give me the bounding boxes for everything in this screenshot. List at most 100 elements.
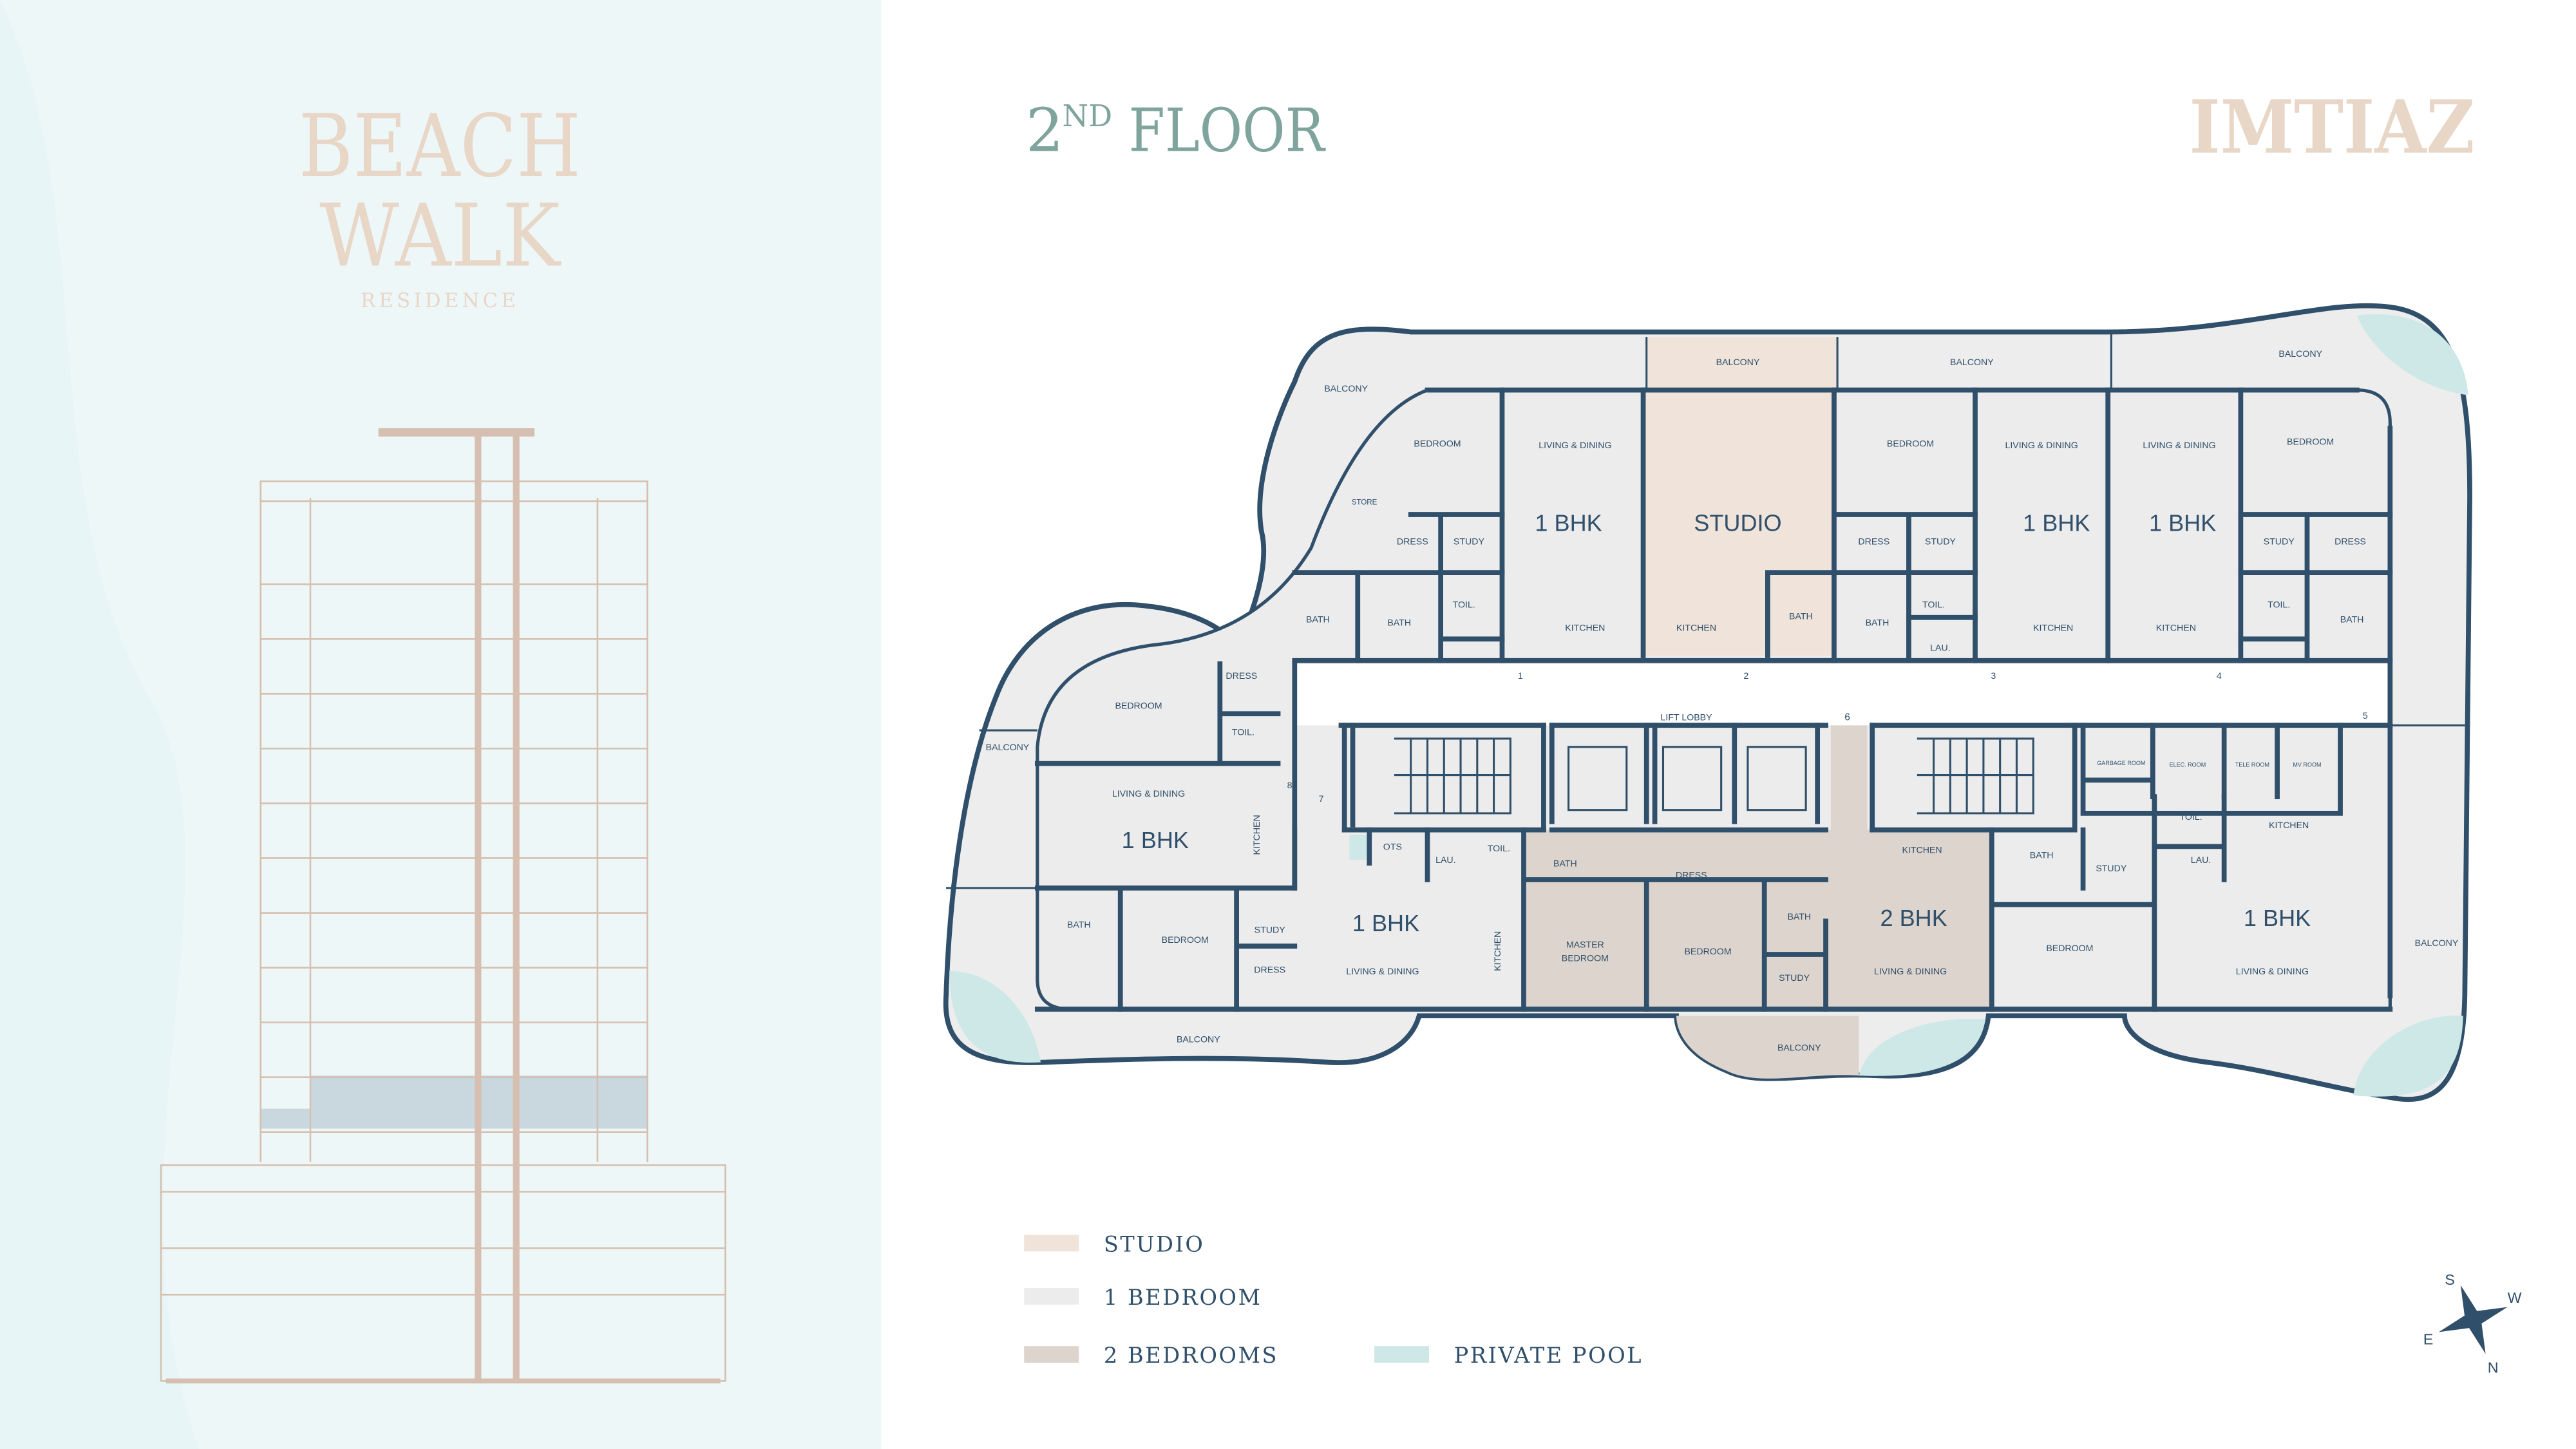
room-label: STUDY (1779, 973, 1810, 983)
room-label: BATH (1866, 618, 1889, 629)
stairs-right (1917, 737, 2034, 815)
room-label: KITCHEN (1565, 623, 1605, 633)
room-label: LAU. (1435, 855, 1455, 866)
room-label: BALCONY (2415, 938, 2459, 949)
room-label: LIVING & DINING (1346, 967, 1419, 977)
compass-e: E (2423, 1331, 2433, 1348)
legend-label: 2 BEDROOMS (1104, 1343, 1278, 1368)
unit-type-label: 1 BHK (2244, 905, 2311, 931)
room-label: TOIL. (1922, 600, 1945, 610)
developer-logo: IMTIAZ (2189, 84, 2474, 170)
two-bhk-unit (1523, 725, 1992, 1010)
room-label: LIVING & DINING (1112, 789, 1185, 799)
room-label: 7 (1319, 794, 1324, 804)
room-label: BEDROOM (2046, 943, 2093, 954)
room-label: BALCONY (1324, 384, 1368, 394)
walls (946, 332, 2470, 1012)
floor-plan: BALCONY BALCONY BALCONY BALCONY BEDROOM LIVIN… (943, 303, 2472, 1102)
legend-swatch (1024, 1288, 1079, 1305)
room-label: STUDY (2096, 864, 2127, 874)
legend-swatch (1024, 1235, 1079, 1252)
room-label: LIVING & DINING (1539, 440, 1611, 451)
room-label: MASTER (1566, 940, 1604, 951)
room-label: DRESS (1226, 671, 1257, 681)
unit-type-label: 1 BHK (2023, 510, 2090, 536)
compass-icon: S W E N (2423, 1271, 2522, 1376)
unit-type-label: 1 BHK (1535, 510, 1602, 536)
legend-label: 1 BEDROOM (1104, 1285, 1262, 1310)
room-label: 8 (1287, 781, 1293, 791)
legend: STUDIO 1 BEDROOM 2 BEDROOMS PRIVATE POOL (1024, 1231, 1643, 1368)
room-label: BATH (2030, 850, 2054, 860)
room-label: TOIL. (2268, 600, 2290, 610)
studio-unit (1643, 390, 1834, 656)
logo-beach: BEACH (299, 96, 581, 196)
room-label: BEDROOM (1684, 947, 1731, 957)
room-label: LAU. (2191, 855, 2211, 866)
room-label: 6 (1844, 712, 1850, 723)
room-label: DRESS (1858, 536, 1889, 547)
ots (1349, 835, 1370, 860)
room-label: BEDROOM (1562, 953, 1609, 963)
room-label: 5 (2363, 711, 2368, 721)
private-pool (2353, 1016, 2463, 1097)
legend-swatch (1374, 1346, 1430, 1363)
room-label: DRESS (2334, 536, 2366, 547)
legend-label: PRIVATE POOL (1454, 1343, 1643, 1368)
room-label: TELE ROOM (2235, 762, 2269, 768)
unit-type-label: 1 BHK (1352, 910, 1419, 936)
room-label: BATH (1067, 920, 1091, 931)
room-label: KITCHEN (1902, 846, 1942, 856)
room-label: 4 (2217, 671, 2222, 681)
private-pool (949, 971, 1041, 1063)
floor-number: 2 (1026, 96, 1064, 166)
private-pool (1859, 1018, 1985, 1076)
room-label: BATH (2340, 614, 2364, 625)
room-label: 2 (1743, 671, 1748, 681)
legend-item-private-pool: PRIVATE POOL (1374, 1343, 1643, 1368)
room-label: TOIL. (2179, 812, 2202, 822)
room-label: BEDROOM (1887, 439, 1934, 449)
left-panel: BEACH WALK RESIDENCE (0, 0, 882, 1449)
room-label: TOIL. (1488, 844, 1510, 854)
room-label: BALCONY (1777, 1043, 1821, 1053)
room-label: DRESS (1397, 536, 1428, 547)
private-pool (2356, 314, 2468, 395)
room-label: OTS (1383, 842, 1402, 853)
logo-walk: WALK (319, 185, 562, 286)
lift-lobby (1294, 663, 2391, 726)
legend-swatch (1024, 1346, 1079, 1363)
room-label: KITCHEN (1493, 931, 1503, 971)
room-label: TOIL. (1453, 600, 1475, 610)
unit-type-label: 2 BHK (1880, 905, 1947, 931)
room-label: STUDY (1925, 536, 1956, 547)
room-label: BATH (1787, 912, 1811, 922)
studio-balcony (1646, 337, 1838, 390)
room-label: DRESS (1676, 870, 1707, 880)
room-labels: BALCONY BALCONY BALCONY BALCONY BEDROOM LIVIN… (986, 349, 2459, 1053)
room-label: LAU. (1930, 643, 1950, 653)
room-label: BALCONY (1177, 1035, 1220, 1045)
two-bhk-balcony (1676, 1016, 1859, 1079)
legend-label: STUDIO (1104, 1231, 1205, 1256)
room-label: BEDROOM (1414, 439, 1461, 449)
room-label: BALCONY (2278, 349, 2322, 359)
compass-s: S (2445, 1271, 2454, 1288)
stairs-left (1394, 737, 1511, 815)
room-label: BATH (1387, 618, 1411, 629)
room-label: BALCONY (1716, 357, 1760, 368)
unit-type-label: 1 BHK (1122, 827, 1189, 853)
room-label: TOIL. (1232, 728, 1255, 738)
room-label: KITCHEN (2033, 623, 2073, 633)
compass-w: W (2508, 1289, 2522, 1306)
room-label: STORE (1352, 499, 1378, 507)
room-label: 3 (1991, 671, 1996, 681)
room-label: MV ROOM (2293, 762, 2321, 768)
room-label: KITCHEN (1252, 815, 1262, 855)
room-label: STUDY (1454, 536, 1485, 547)
floor-word: FLOOR (1129, 96, 1327, 166)
room-label: DRESS (1254, 965, 1285, 975)
room-label: LIVING & DINING (1874, 967, 1947, 977)
room-label: BEDROOM (2287, 437, 2334, 448)
room-label: BALCONY (986, 743, 1030, 753)
